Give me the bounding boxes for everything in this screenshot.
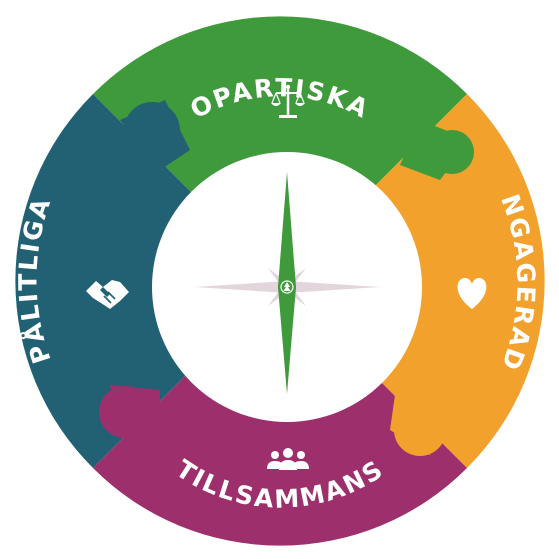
tree-emblem-icon [280, 280, 294, 294]
scales-icon [271, 84, 305, 118]
compass-icon [195, 172, 380, 394]
puzzle-tab-neck-right-bottom [390, 395, 440, 455]
segment-top [93, 16, 467, 281]
segment-left [15, 94, 280, 468]
people-icon [267, 448, 309, 470]
puzzle-tab-neck-top-right [400, 120, 470, 180]
puzzle-tab-neck-bottom-left [110, 385, 160, 440]
puzzle-tab-neck-left-top [120, 100, 190, 170]
heart-icon [457, 278, 487, 309]
handshake-icon [86, 280, 129, 309]
